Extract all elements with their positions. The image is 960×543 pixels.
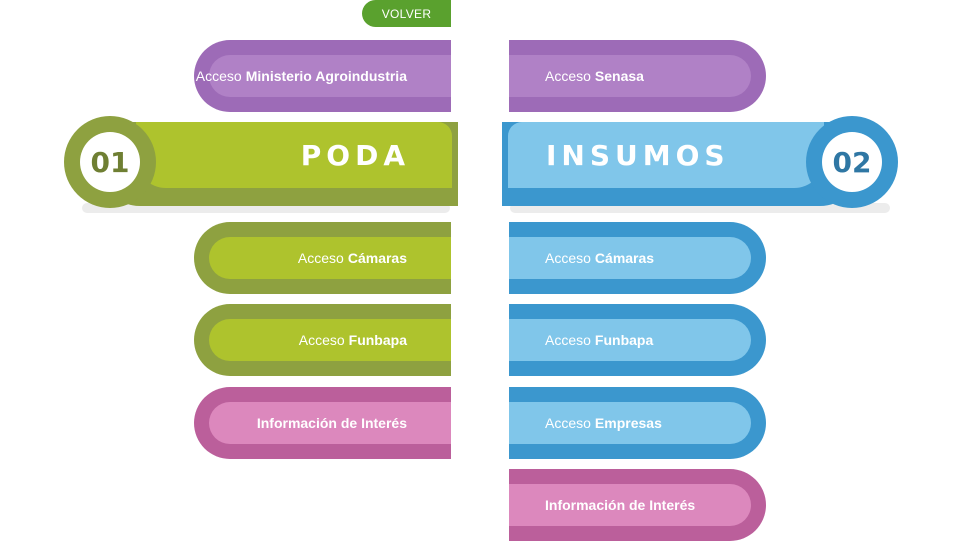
insumos-number-badge: 02 [806, 116, 898, 208]
insumos-shadow [510, 203, 890, 213]
poda-number: 01 [80, 132, 140, 192]
link-bold: Cámaras [347, 250, 407, 266]
insumos-number: 02 [822, 132, 882, 192]
link-prefix: Acceso [297, 250, 344, 266]
insumos-title: INSUMOS [508, 122, 824, 188]
link-prefix: Acceso [545, 415, 591, 431]
insumos-header: INSUMOS [502, 122, 860, 206]
link-bold: Funbapa [594, 332, 654, 348]
insumos-informacion-label: Información de Interés [509, 484, 751, 526]
poda-informacion-link[interactable]: Información de Interés [194, 387, 451, 459]
volver-button[interactable]: VOLVER [362, 0, 451, 27]
link-bold: Información de Interés [545, 497, 696, 513]
poda-title: PODA [136, 122, 452, 188]
link-bold: Senasa [594, 68, 644, 84]
link-prefix: Acceso [545, 250, 591, 266]
link-bold: Funbapa [348, 332, 407, 348]
link-prefix: Acceso [545, 332, 591, 348]
link-prefix: Acceso [545, 68, 591, 84]
link-bold: Empresas [594, 415, 662, 431]
poda-shadow [82, 203, 450, 213]
link-bold: Ministerio Agroindustria [245, 68, 407, 84]
poda-header: PODA [100, 122, 458, 206]
link-prefix: Acceso [195, 68, 242, 84]
link-prefix: Acceso [298, 332, 345, 348]
poda-number-badge: 01 [64, 116, 156, 208]
link-bold: Cámaras [594, 250, 655, 266]
poda-informacion-label: Información de Interés [209, 402, 451, 444]
insumos-informacion-link[interactable]: Información de Interés [509, 469, 766, 541]
link-bold: Información de Interés [256, 415, 407, 431]
